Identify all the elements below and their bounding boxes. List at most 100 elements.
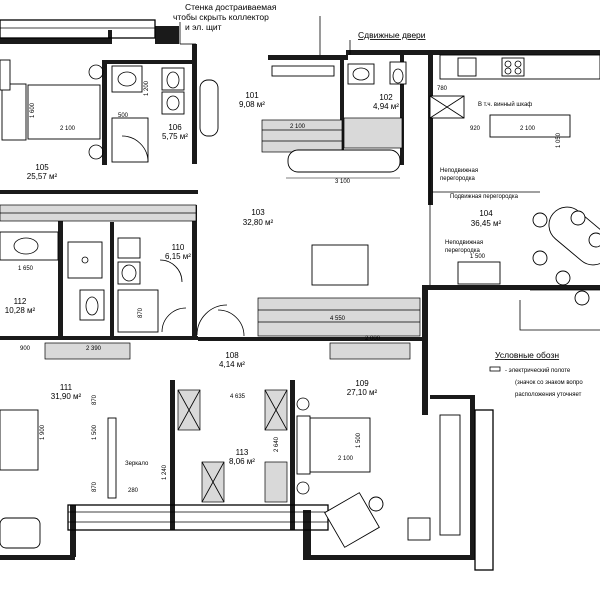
wall-104-bottom [428, 285, 600, 290]
legend-title: Условные обозн [495, 350, 559, 360]
room-number: 106 [168, 123, 182, 132]
dim-label: 2 100 [338, 456, 354, 462]
room-number: 108 [225, 351, 239, 360]
room-number: 109 [355, 379, 369, 388]
wall-110-right [192, 205, 197, 337]
bookshelf-103 [257, 297, 421, 337]
bed-headboard [1, 83, 27, 141]
wall-104-left [428, 55, 433, 205]
room-number: 110 [172, 243, 185, 252]
wall-bottom-right [303, 555, 473, 560]
storage-109 [329, 342, 411, 360]
room-area: 5,75 м² [162, 132, 188, 141]
room-111: Зеркало 1 900 1 500 280 870 870 111 31,9… [0, 383, 149, 549]
note-text: Сдвижные двери [358, 30, 426, 40]
room-102: Сдвижные двери 102 4,94 м² [343, 30, 426, 149]
wall-110-left [110, 222, 114, 337]
room-number: 101 [245, 91, 259, 100]
sink-102 [347, 63, 375, 85]
room-106: 500 1 200 106 5,75 м² [111, 65, 219, 163]
note-text: перегородка [445, 248, 480, 254]
dim-label: 500 [118, 113, 129, 119]
dim-label: 1 650 [18, 266, 34, 272]
wall-113-right [290, 380, 295, 530]
wall-bottom-right-v [303, 510, 311, 560]
room-103: 3 100 4 550 2 000 103 32,80 м² [196, 149, 421, 342]
wardrobe-113d [264, 461, 288, 503]
wall-bottom-left [0, 555, 75, 560]
chair [555, 270, 571, 286]
dim-label: 2 640 [274, 436, 280, 452]
chair [532, 250, 548, 266]
sofa-103 [287, 149, 401, 173]
note-text: и эл. щит [185, 22, 222, 32]
wall-right-h [430, 395, 475, 399]
dim-label: 900 [20, 346, 31, 352]
bidet-112 [79, 289, 105, 321]
note-text: Подвижная перегородка [450, 194, 519, 200]
dim-label: 870 [92, 394, 98, 405]
door-swing [161, 307, 187, 333]
desk-chair [368, 496, 384, 512]
wall-top-kitchen [432, 50, 600, 55]
wall-top-mid [268, 55, 348, 60]
dim-label: 1 240 [162, 464, 168, 480]
wall-column [155, 26, 179, 44]
dim-label: 2 100 [290, 124, 306, 130]
wall-105-bottom [0, 190, 198, 194]
wall-103-right [422, 285, 428, 415]
sink-110 [117, 237, 141, 259]
wall-106-101 [192, 44, 197, 164]
room-101: 2 100 101 9,08 м² [239, 65, 343, 153]
wall-top-left [0, 38, 108, 44]
wall-113-left [170, 380, 175, 530]
bed-109-headboard [296, 415, 311, 475]
door-swing [196, 304, 228, 336]
dim-label: 4 635 [230, 394, 246, 400]
room-area: 27,10 м² [347, 388, 378, 397]
dim-label: 1 600 [30, 102, 36, 118]
chair [532, 212, 548, 228]
wall-right-v [470, 395, 475, 560]
lamp-icon [296, 481, 310, 495]
wall-106-top [107, 60, 192, 64]
room-area: 4,94 м² [373, 102, 399, 111]
dim-label: 870 [92, 481, 98, 492]
wall-102-104 [400, 55, 404, 165]
legend: Условные обозн - электрический полоте (з… [489, 350, 583, 398]
dim-label: 280 [128, 488, 139, 494]
dim-label: 2 000 [365, 336, 381, 342]
armchair-109 [407, 517, 431, 541]
walls [0, 26, 600, 560]
dim-label: 3 100 [335, 179, 351, 185]
room-113: 4 635 2 640 1 240 113 8,06 м² [162, 389, 288, 503]
wall-108-top [198, 337, 423, 341]
door-swing [121, 135, 149, 163]
window-bottom [67, 504, 329, 531]
dining-table [548, 206, 600, 266]
toilet-102 [389, 61, 407, 85]
room-area: 36,45 м² [471, 219, 502, 228]
door-swing [159, 259, 183, 283]
wardrobe-109 [439, 414, 461, 536]
mirror-111 [107, 417, 117, 499]
note-text: Неподвижная [445, 240, 483, 246]
room-number: 105 [35, 163, 49, 172]
lamp-icon [88, 64, 104, 80]
room-104: В т.ч. винный шкаф 920 2 100 780 1 050 1… [429, 54, 600, 306]
shelf-101 [271, 65, 335, 77]
room-number: 102 [379, 93, 393, 102]
storage-101 [261, 119, 343, 153]
chair [588, 232, 600, 248]
dim-label: 4 550 [330, 316, 346, 322]
lamp-icon [88, 144, 104, 160]
wall-top-bath102 [346, 50, 432, 55]
bathtub-101 [199, 79, 219, 137]
room-area: 25,57 м² [27, 172, 58, 181]
note-text: перегородка [440, 176, 475, 182]
lamp-icon [296, 397, 310, 411]
dim-label: 1 500 [356, 432, 362, 448]
room-area: 10,28 м² [5, 306, 36, 315]
toilet-106 [161, 67, 185, 91]
